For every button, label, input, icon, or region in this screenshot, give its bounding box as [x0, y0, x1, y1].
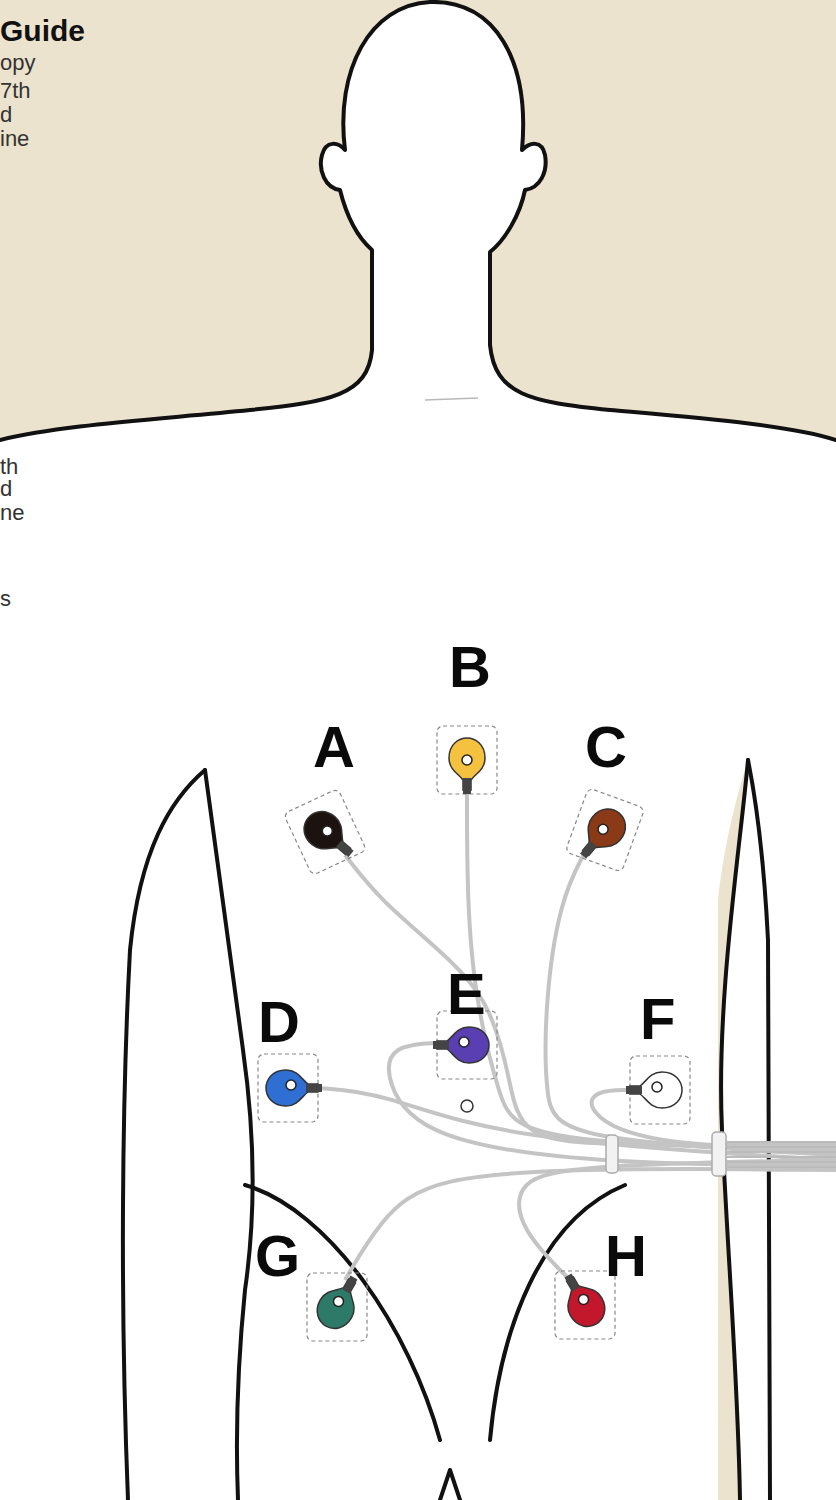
- electrode: [626, 1056, 690, 1124]
- electrode-letter: G: [255, 1227, 300, 1285]
- electrode-letter: E: [447, 965, 486, 1023]
- electrode: [283, 789, 366, 876]
- electrode-letter: H: [605, 1227, 647, 1285]
- electrode-pads: [258, 726, 690, 1341]
- lead-wire: [519, 1160, 836, 1280]
- electrode-letter: D: [258, 993, 300, 1051]
- lead-wire: [546, 852, 836, 1155]
- text-fragment: th: [0, 456, 18, 478]
- text-fragment: opy: [0, 52, 35, 74]
- text-fragment: s: [0, 588, 11, 610]
- electrode-letter: B: [449, 638, 491, 696]
- electrode: [258, 1054, 322, 1122]
- text-fragment: ine: [0, 128, 29, 150]
- text-fragment: ne: [0, 502, 24, 524]
- electrode-letter: A: [313, 718, 355, 776]
- electrode: [437, 726, 497, 794]
- heading-fragment: Guide: [0, 16, 85, 46]
- electrode-letter: F: [640, 990, 675, 1048]
- electrode: [307, 1269, 370, 1341]
- electrode: [565, 788, 645, 872]
- text-fragment: 7th: [0, 80, 31, 102]
- lead-wire: [467, 788, 836, 1150]
- navel-marker: [461, 1100, 473, 1112]
- lead-wires: [318, 788, 836, 1280]
- text-fragment: d: [0, 104, 12, 126]
- lead-wire: [345, 1169, 836, 1280]
- lead-wire: [318, 1088, 836, 1160]
- electrode-letter: C: [585, 718, 627, 776]
- text-fragment: d: [0, 478, 12, 500]
- neck-line: [425, 398, 478, 400]
